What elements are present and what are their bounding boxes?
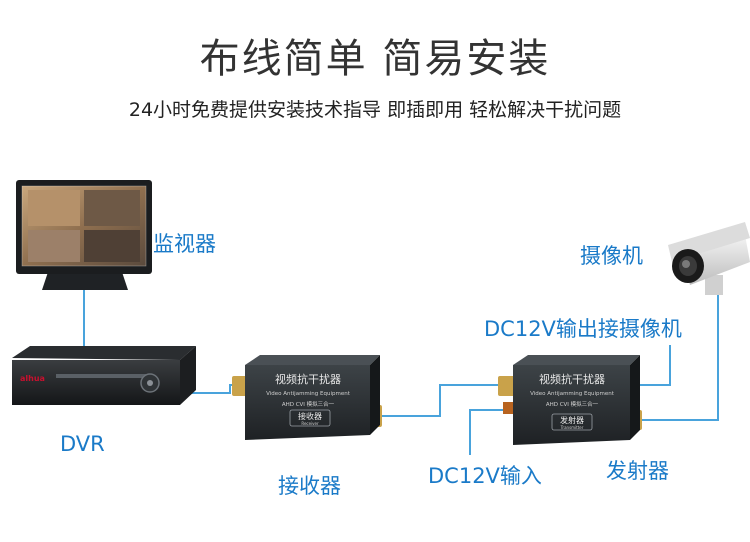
label-dvr: DVR [60,432,105,456]
receiver-title: 视频抗干扰器 [275,372,341,386]
label-monitor: 监视器 [153,232,216,256]
label-transmitter: 发射器 [606,459,669,483]
transmitter-name: 发射器 [560,415,584,425]
receiver-name: 接收器 [298,411,322,421]
receiver-device: 视频抗干扰器 Video Antijamming Equipment AHD C… [232,355,382,440]
label-camera-power: DC12V输出接摄像机 [484,317,682,341]
cables [83,290,719,455]
transmitter-sub: Video Antijamming Equipment [530,391,615,397]
label-receiver: 接收器 [278,474,341,498]
cable-power-input [469,409,512,455]
label-camera: 摄像机 [580,244,643,268]
cable-receiver-to-transmitter [365,384,512,417]
cable-transmitter-to-camera-video [628,292,719,421]
receiver-mode: AHD CVI 模拟三合一 [282,400,335,408]
receiver-sub: Video Antijamming Equipment [266,391,351,397]
page-title: 布线简单 简易安装 [199,36,551,82]
dvr-device: alhua [12,346,196,405]
page-subtitle: 24小时免费提供安装技术指导 即插即用 轻松解决干扰问题 [128,99,622,121]
dvr-brand: alhua [20,374,45,383]
transmitter-device: 视频抗干扰器 Video Antijamming Equipment AHD C… [498,355,642,445]
monitor-device [16,180,152,290]
transmitter-title: 视频抗干扰器 [539,372,605,386]
transmitter-en: Transmitter [560,425,584,430]
camera-device [668,222,750,295]
receiver-en: Receiver [301,421,319,426]
cable-camera-power [635,345,671,386]
transmitter-mode: AHD CVI 模拟三合一 [546,400,599,408]
label-power-input: DC12V输入 [428,464,542,488]
